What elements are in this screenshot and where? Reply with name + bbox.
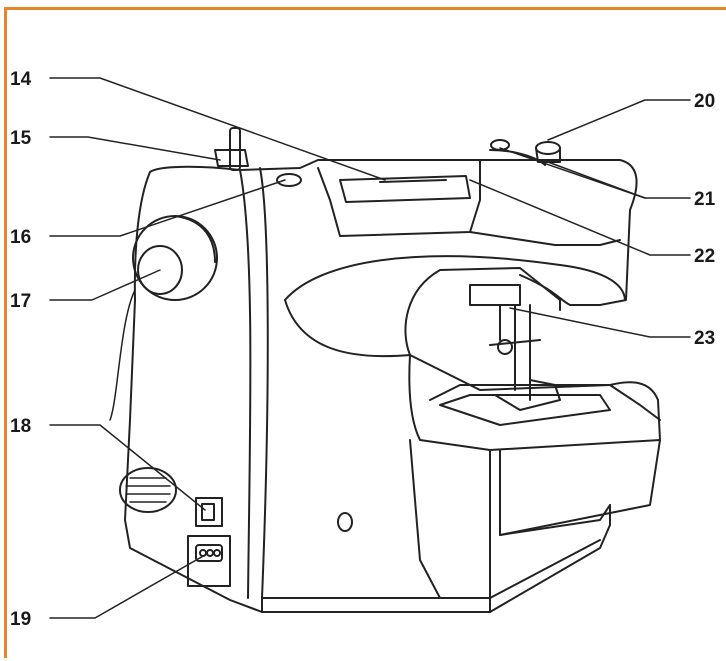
leader-19 (49, 554, 206, 619)
callout-21: 21 (694, 189, 716, 210)
callout-23: 23 (694, 328, 716, 349)
leader-22 (469, 179, 691, 256)
leader-17 (49, 269, 161, 301)
bobbin-winder (535, 141, 561, 155)
callout-19: 19 (10, 609, 32, 630)
ventilation-grille (119, 467, 177, 513)
power-switch (195, 497, 223, 527)
power-socket (187, 535, 231, 587)
needle-bar (469, 284, 521, 306)
callout-17: 17 (10, 291, 32, 312)
leader-15 (49, 136, 221, 161)
top-knob (276, 173, 302, 187)
callout-14: 14 (10, 69, 32, 90)
callout-15: 15 (10, 128, 32, 149)
leader-20 (547, 99, 691, 141)
callout-16: 16 (10, 227, 32, 248)
machine-side-panel (149, 159, 638, 306)
callout-18: 18 (10, 416, 32, 437)
machine-arm (284, 255, 626, 301)
carry-handle (317, 159, 481, 237)
front-screw (337, 512, 353, 532)
sewing-bed (408, 354, 661, 451)
leader-23 (509, 307, 691, 338)
leader-21b (547, 161, 646, 199)
callout-22: 22 (694, 246, 716, 267)
leader-14 (49, 77, 386, 181)
diagram-frame (4, 7, 726, 658)
callout-20: 20 (694, 91, 716, 112)
presser-foot (494, 379, 561, 411)
leader-18 (49, 424, 206, 511)
machine-base (124, 504, 611, 613)
leader-16 (49, 179, 286, 237)
